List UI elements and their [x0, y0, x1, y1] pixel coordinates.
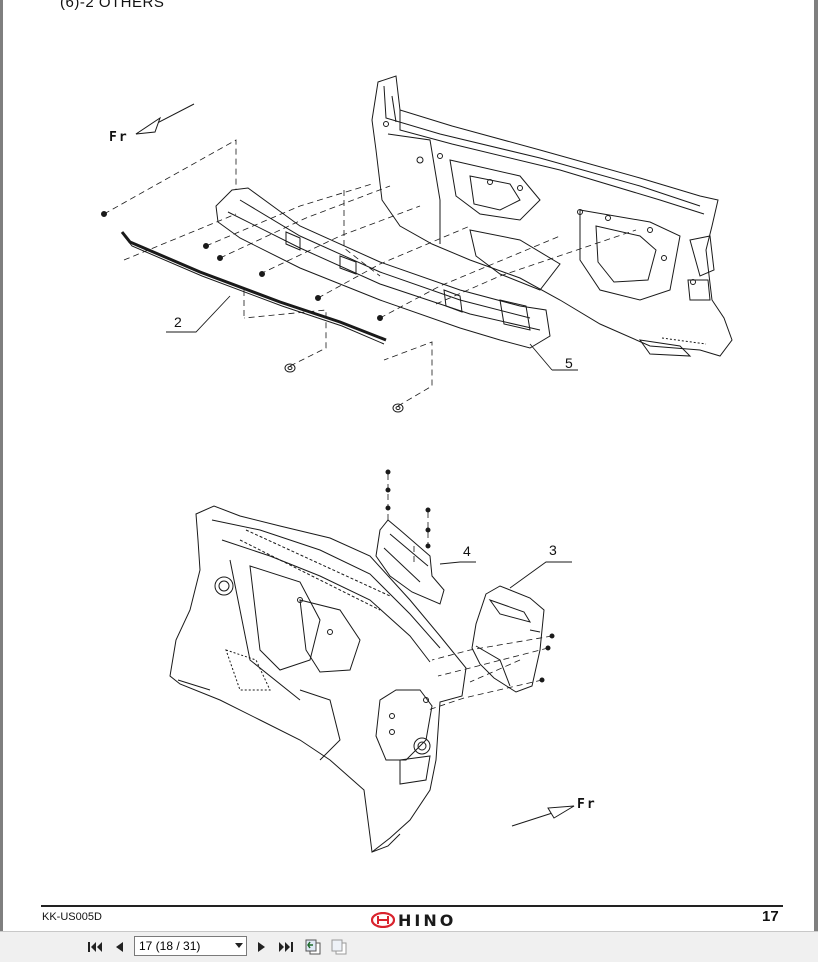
go-back-icon: [305, 939, 321, 955]
first-page-button[interactable]: [86, 938, 104, 956]
page-number-select[interactable]: 17 (18 / 31): [134, 936, 247, 956]
first-page-icon: [88, 942, 102, 952]
top-callout-leaders: [166, 295, 578, 371]
footer-rule: [41, 905, 783, 907]
go-forward-button[interactable]: [330, 938, 348, 956]
bottom-fasteners: [385, 469, 555, 683]
top-leader-lines: [103, 139, 637, 407]
hino-logo-mark-icon: [371, 912, 395, 928]
cab-front-panel-bottom: [169, 505, 467, 853]
callout-5: 5: [565, 355, 573, 371]
page-left-border: [0, 0, 3, 931]
document-page: (6)-2 OTHERS: [0, 0, 818, 931]
go-forward-icon: [331, 939, 347, 955]
cab-front-panel-top: [371, 75, 733, 357]
section-title: (6)-2 OTHERS: [60, 0, 165, 11]
page-number-value: 17 (18 / 31): [139, 939, 201, 953]
next-page-button[interactable]: [253, 938, 271, 956]
go-back-button[interactable]: [304, 938, 322, 956]
document-code: KK-US005D: [42, 911, 102, 923]
front-arrow-top: [135, 103, 195, 135]
callout-2: 2: [174, 314, 182, 330]
bottom-callout-leaders: [439, 561, 572, 589]
hino-logo: HINO: [371, 910, 456, 930]
parts-diagram: [101, 75, 733, 853]
last-page-icon: [279, 942, 293, 952]
top-grommets: [284, 363, 404, 413]
brand-name: HINO: [398, 910, 457, 930]
bottom-leader-lines: [387, 474, 553, 711]
front-label-bottom: Fr: [577, 797, 597, 812]
top-fasteners: [101, 211, 383, 321]
chevron-down-icon: [232, 943, 246, 949]
page-number: 17: [762, 908, 779, 925]
top-assembly: [101, 75, 733, 413]
front-label-top: Fr: [109, 130, 129, 145]
callout-3: 3: [549, 542, 557, 558]
callout-4: 4: [463, 543, 471, 559]
prev-page-icon: [116, 942, 123, 952]
next-page-icon: [258, 942, 265, 952]
cowl-cover-part-5: [215, 187, 551, 349]
front-arrow-bottom: [511, 805, 575, 827]
last-page-button[interactable]: [277, 938, 295, 956]
bottom-assembly: [169, 469, 575, 853]
viewer-toolbar: 17 (18 / 31): [0, 931, 818, 962]
page-right-border: [814, 0, 818, 931]
prev-page-button[interactable]: [110, 938, 128, 956]
duct-part-3: [471, 585, 545, 693]
seal-part-2: [120, 231, 387, 345]
duct-part-4: [375, 519, 445, 605]
